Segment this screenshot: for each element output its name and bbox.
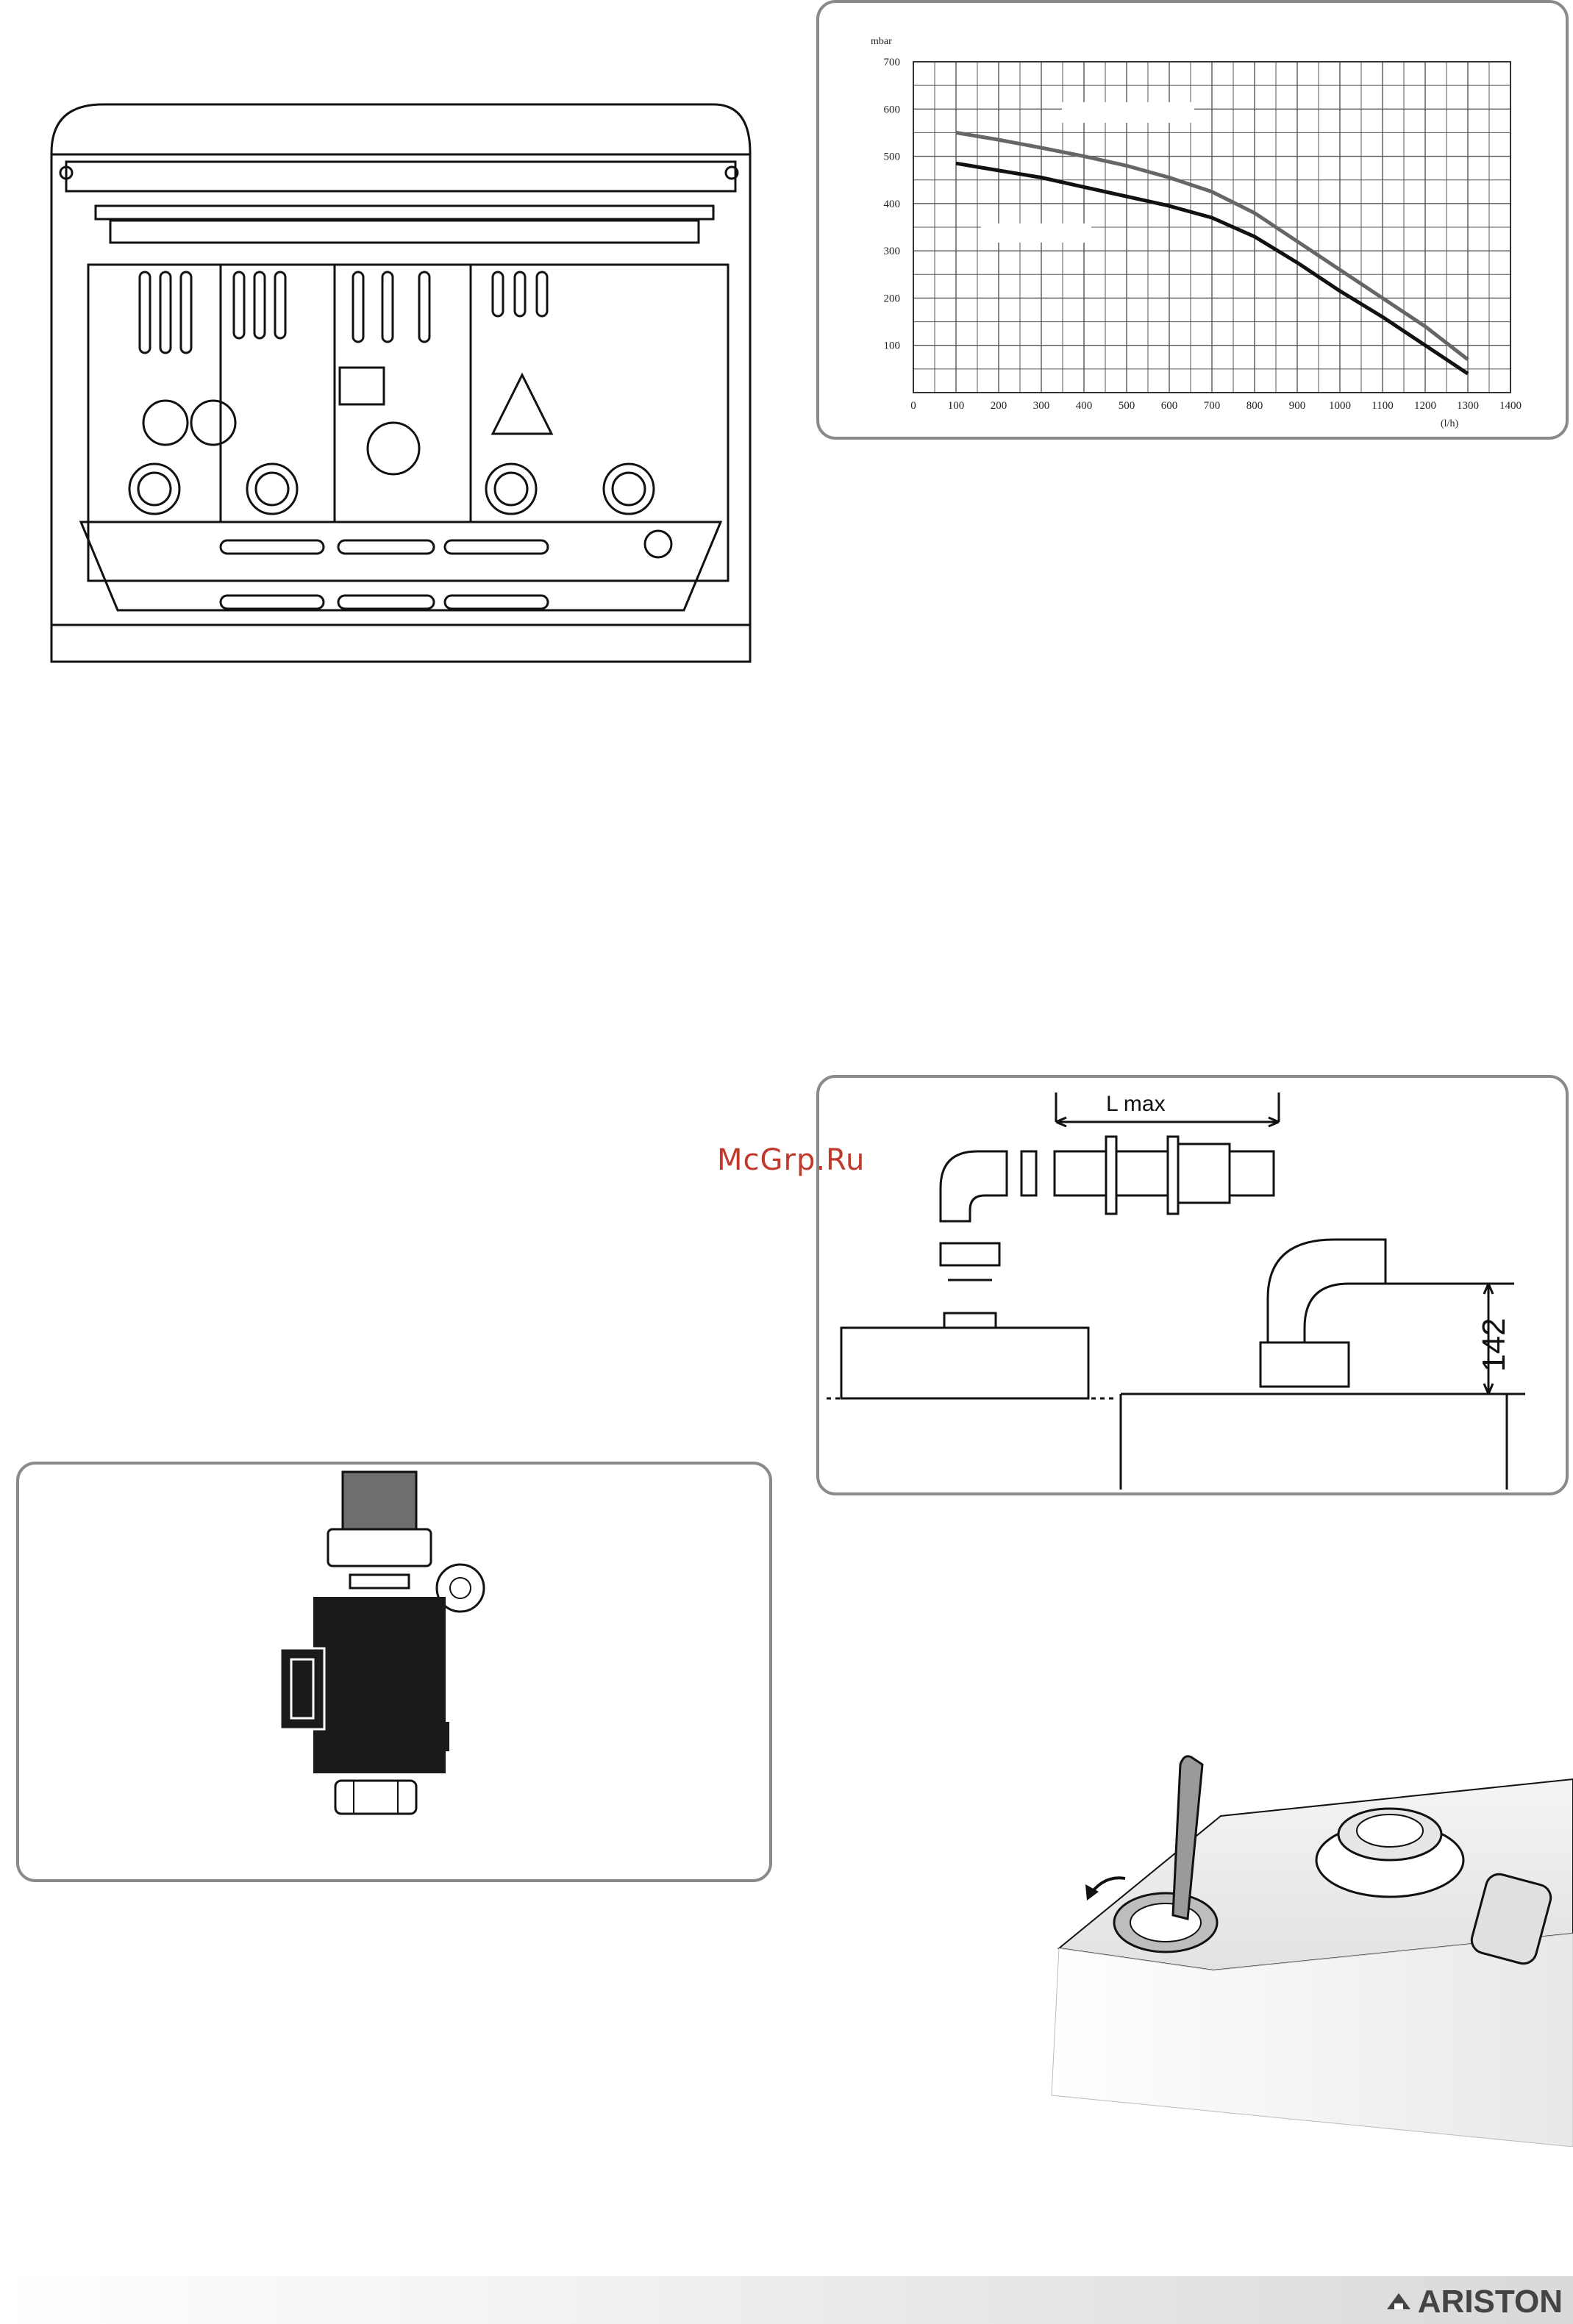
- x-tick-label: 800: [1246, 400, 1263, 412]
- pump-icon: [19, 1465, 775, 1885]
- lmax-label: L max: [1106, 1092, 1166, 1116]
- chart-y-ticks: 100 200 300 400 500 600 700: [884, 57, 901, 352]
- y-tick-label: 200: [884, 293, 901, 304]
- x-tick-label: 1300: [1457, 400, 1479, 412]
- knife-cutting-icon: [1044, 1750, 1573, 2147]
- y-tick-label: 600: [884, 104, 901, 115]
- x-tick-label: 0: [910, 400, 916, 412]
- x-tick-label: 1400: [1499, 400, 1522, 412]
- x-tick-label: 1100: [1372, 400, 1393, 412]
- x-tick-label: 600: [1161, 400, 1178, 412]
- y-tick-label: 300: [884, 246, 901, 257]
- chart-ylabel: mbar: [871, 36, 892, 47]
- boiler-front-icon: [37, 96, 765, 669]
- brand-name: ARISTON: [1418, 2284, 1563, 2320]
- x-tick-label: 1200: [1414, 400, 1436, 412]
- chart-label-box-bottom: [981, 224, 1091, 243]
- height-142-label: 142: [1476, 1318, 1512, 1372]
- x-tick-label: 400: [1076, 400, 1093, 412]
- x-tick-label: 1000: [1329, 400, 1351, 412]
- pump-panel: [16, 1462, 772, 1882]
- x-tick-label: 900: [1289, 400, 1306, 412]
- pump-head-chart-panel: 100 200 300 400 500 600 700 0 100 200 300 400 500 60…: [816, 0, 1569, 440]
- footer-bar: [0, 2276, 1573, 2324]
- chart-label-box-top: [1062, 102, 1194, 123]
- y-tick-label: 100: [884, 340, 901, 352]
- watermark-text: McGrp.Ru: [717, 1143, 865, 1177]
- x-tick-label: 100: [948, 400, 965, 412]
- boiler-front-diagram: [37, 96, 765, 669]
- chart-x-ticks: 0 100 200 300 400 500 600 700 800 900 1000 1100 1200…: [910, 400, 1522, 412]
- x-tick-label: 300: [1033, 400, 1050, 412]
- flue-kit-panel: L max 142: [816, 1075, 1569, 1495]
- y-tick-label: 400: [884, 199, 901, 210]
- chart-xlabel: (l/h): [1441, 418, 1458, 429]
- x-tick-label: 200: [991, 400, 1007, 412]
- x-tick-label: 500: [1119, 400, 1135, 412]
- brand-logo: ARISTON: [1384, 2284, 1563, 2320]
- pump-head-chart: 100 200 300 400 500 600 700 0 100 200 300 400 500 60…: [819, 3, 1572, 443]
- flue-cutting-illustration: [1044, 1750, 1573, 2147]
- flue-kit-icon: L max 142: [819, 1078, 1572, 1498]
- y-tick-label: 500: [884, 151, 901, 163]
- x-tick-label: 700: [1204, 400, 1221, 412]
- ariston-logo-icon: [1384, 2287, 1413, 2317]
- y-tick-label: 700: [884, 57, 901, 68]
